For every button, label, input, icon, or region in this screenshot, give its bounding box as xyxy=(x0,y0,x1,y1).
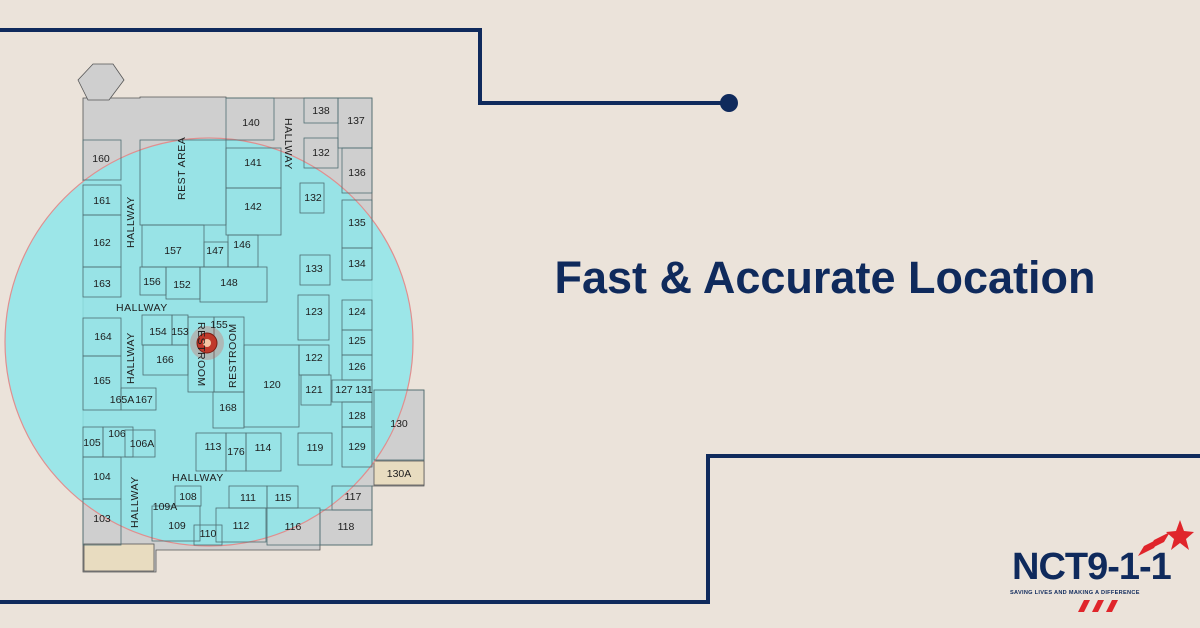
room-label: 117 xyxy=(345,491,362,503)
room-label: 123 xyxy=(305,306,323,318)
building-cap xyxy=(77,63,125,101)
room-label: 120 xyxy=(263,379,281,391)
room-label: 126 xyxy=(348,361,366,373)
room-label: 141 xyxy=(244,157,262,169)
room-dividers xyxy=(82,97,425,546)
room-label: 165 xyxy=(93,375,111,387)
room-label: 106 xyxy=(108,428,126,440)
room-label: 104 xyxy=(93,471,111,483)
room-label: 136 xyxy=(348,167,366,179)
room-label: 132 xyxy=(312,147,330,159)
room-tan-bottom xyxy=(83,543,155,572)
room-label: 119 xyxy=(307,442,324,454)
room-label: 165A xyxy=(110,394,135,406)
star-icon xyxy=(1138,520,1194,556)
room-label: 103 xyxy=(93,513,111,525)
location-marker xyxy=(190,326,224,360)
room-label: 176 xyxy=(227,446,245,458)
room-label: 116 xyxy=(285,521,302,533)
hallway-label: HALLWAY xyxy=(125,196,137,248)
room-label: 138 xyxy=(312,105,330,117)
room-label: 124 xyxy=(348,306,366,318)
hallway-label: HALLWAY xyxy=(172,472,224,484)
floor-plan xyxy=(4,63,425,573)
room-label: 125 xyxy=(348,335,366,347)
room-label: 128 xyxy=(348,410,366,422)
room-label: 156 xyxy=(143,276,161,288)
hallway-label-vertical: HALLWAY xyxy=(282,118,294,170)
room-label: 148 xyxy=(220,277,238,289)
room-label: 154 xyxy=(149,326,167,338)
room-label: 121 xyxy=(305,384,323,396)
room-label: 160 xyxy=(92,153,110,165)
room-label: 109A xyxy=(153,501,178,513)
room-label: 168 xyxy=(219,402,237,414)
room-label: 146 xyxy=(233,239,251,251)
room-labels: 140 138 137 160 141 132 136 161 142 132 … xyxy=(83,105,411,540)
bottom-connector-line xyxy=(0,454,1200,604)
room-label: 134 xyxy=(348,258,366,270)
nct911-logo: NCT9-1-1 SAVING LIVES AND MAKING A DIFFE… xyxy=(1008,518,1194,618)
room-label: 109 xyxy=(168,520,186,532)
logo-wordmark: NCT9-1-1 xyxy=(1012,546,1172,588)
room-label: 115 xyxy=(275,492,292,504)
room-label: 108 xyxy=(179,491,197,503)
room-label: 105 xyxy=(83,437,101,449)
room-label: 163 xyxy=(93,278,111,290)
room-tan-130a xyxy=(373,460,425,486)
room-label: 118 xyxy=(338,521,355,533)
room-label: 112 xyxy=(233,520,250,532)
room-label: 111 xyxy=(240,492,256,504)
restroom-label: RESTROOM xyxy=(227,323,239,388)
room-label: 114 xyxy=(255,442,272,454)
hallway-label: HALLWAY xyxy=(129,476,141,528)
hallway-label: HALLWAY xyxy=(116,302,168,314)
area-labels: HALLWAY HALLWAY HALLWAY HALLWAY HALLWAY … xyxy=(116,118,294,528)
room-label: 131 xyxy=(355,384,373,396)
marker-core xyxy=(203,339,211,347)
top-connector-line xyxy=(0,28,722,105)
room-label: 140 xyxy=(242,117,260,129)
logo-tagline: SAVING LIVES AND MAKING A DIFFERENCE xyxy=(1010,590,1140,596)
room-label: 135 xyxy=(348,217,366,229)
room-label: 110 xyxy=(200,528,217,540)
room-label: 162 xyxy=(93,237,111,249)
hallway-label: HALLWAY xyxy=(125,332,137,384)
room-label: 161 xyxy=(93,195,111,207)
room-label: 132 xyxy=(304,192,322,204)
room-label: 137 xyxy=(347,115,365,127)
rest-area-label: REST AREA xyxy=(176,137,188,200)
room-label: 167 xyxy=(135,394,153,406)
room-label: 147 xyxy=(206,245,224,257)
room-label: 129 xyxy=(348,441,366,453)
restroom-label: RESTROOM xyxy=(195,322,207,387)
room-label: 166 xyxy=(156,354,174,366)
connector-dot xyxy=(720,94,738,112)
room-label: 155 xyxy=(210,319,228,331)
room-label: 113 xyxy=(205,441,222,453)
room-label: 164 xyxy=(94,331,112,343)
room-label: 133 xyxy=(305,263,323,275)
headline: Fast & Accurate Location xyxy=(554,252,1096,303)
room-label: 152 xyxy=(173,279,191,291)
room-label: 142 xyxy=(244,201,262,213)
decor-lines xyxy=(0,28,1200,604)
stripes-icon xyxy=(1078,600,1118,612)
room-label: 106A xyxy=(130,438,155,450)
room-label: 127 xyxy=(335,384,353,396)
room-label: 130 xyxy=(390,418,408,430)
room-label: 157 xyxy=(164,245,182,257)
room-label: 130A xyxy=(387,468,412,480)
room-label: 153 xyxy=(171,326,189,338)
room-label: 122 xyxy=(305,352,323,364)
